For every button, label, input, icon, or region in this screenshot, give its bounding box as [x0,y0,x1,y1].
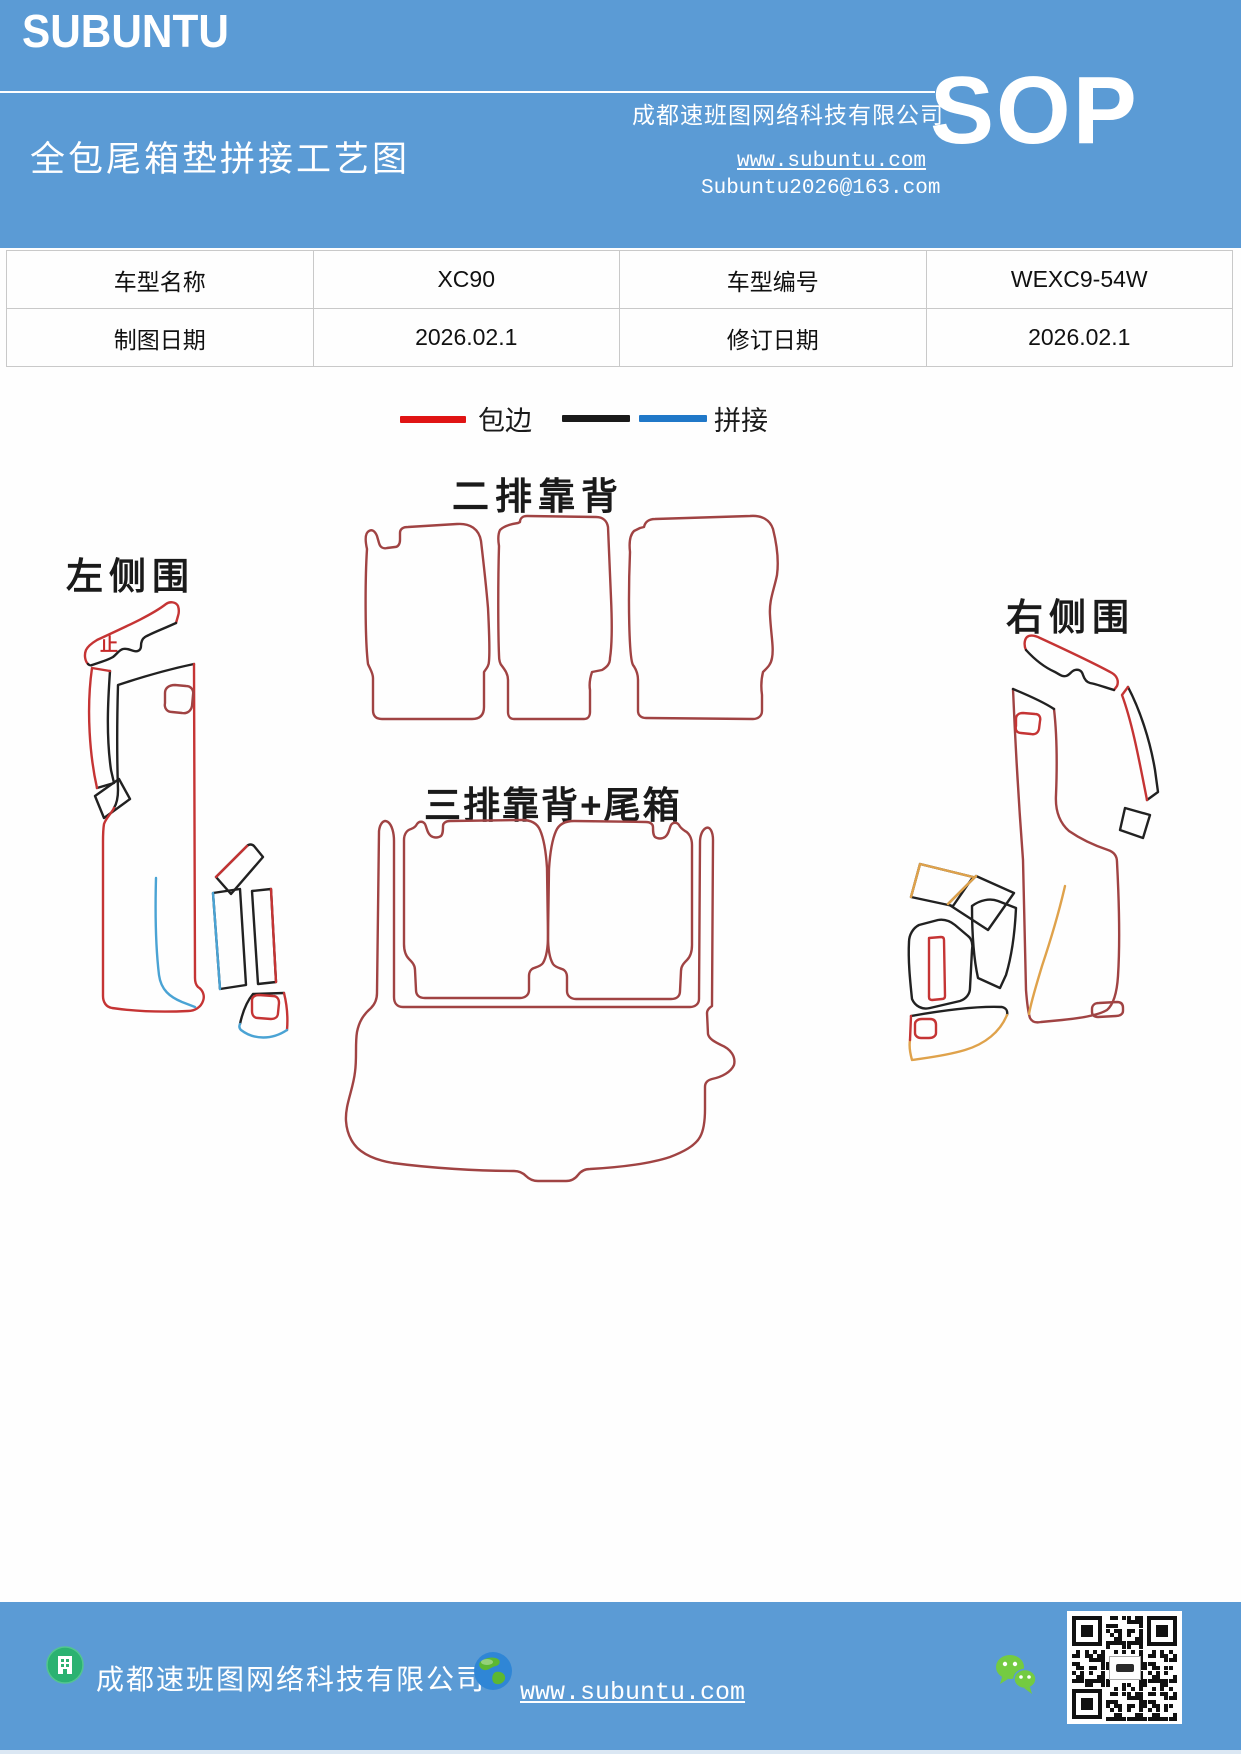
footer-company-name: 成都速班图网络科技有限公司 [96,1665,487,1696]
trunk-mat-piece [344,819,736,1183]
qr-code [1067,1611,1182,1724]
company-building-icon [46,1646,84,1684]
footer-edge [0,1750,1241,1754]
left-side-label: 左侧围 [66,556,195,597]
draw-date-value: 2026.02.1 [312,308,620,367]
vehicle-info-table: 车型名称 XC90 车型编号 WEXC9-54W 制图日期 2026.02.1 … [6,250,1233,367]
right-side-label: 右侧围 [1006,597,1135,638]
left-side-pieces [83,601,289,1039]
revise-date-label: 修订日期 [619,308,927,367]
second-row-backrest-pieces [364,514,779,721]
header-email: Subuntu2026@163.com [701,177,941,200]
page-title: 全包尾箱垫拼接工艺图 [30,140,411,179]
qr-grid [1072,1616,1177,1721]
second-row-label: 二排靠背 [452,476,624,517]
table-row: 制图日期 2026.02.1 修订日期 2026.02.1 [6,308,1233,367]
right-side-pieces [907,634,1160,1062]
legend-edge-label: 包边 [478,406,532,436]
globe-icon [474,1652,512,1690]
legend-edge-swatch [400,416,466,423]
wechat-icon [996,1655,1037,1694]
model-code-value: WEXC9-54W [925,250,1233,309]
header-divider [0,91,935,93]
sop-badge: SOP [930,57,1139,164]
legend-splice-black-swatch [562,415,630,422]
qr-center-logo [1108,1655,1141,1680]
model-name-value: XC90 [312,250,620,309]
legend-splice-label: 拼接 [714,406,768,436]
header-company-name: 成都速班图网络科技有限公司 [632,103,944,128]
model-code-label: 车型编号 [619,250,927,309]
brand-logo: SUBUNTU [22,5,229,57]
qr-finder-icon [1147,1616,1177,1646]
footer-website-link[interactable]: www.subuntu.com [520,1678,746,1707]
table-row: 车型名称 XC90 车型编号 WEXC9-54W [6,250,1233,309]
page-header: SUBUNTU 全包尾箱垫拼接工艺图 成都速班图网络科技有限公司 www.sub… [0,0,1241,248]
draw-date-label: 制图日期 [6,308,314,367]
legend-splice-blue-swatch [639,415,707,422]
stop-mark: 止 [100,635,118,655]
third-row-backrest-panels [402,818,694,1001]
qr-finder-icon [1072,1616,1102,1646]
header-website-link[interactable]: www.subuntu.com [737,150,927,173]
model-name-label: 车型名称 [6,250,314,309]
revise-date-value: 2026.02.1 [925,308,1233,367]
qr-finder-icon [1072,1689,1102,1719]
third-row-trunk-label: 三排靠背+尾箱 [424,785,682,826]
